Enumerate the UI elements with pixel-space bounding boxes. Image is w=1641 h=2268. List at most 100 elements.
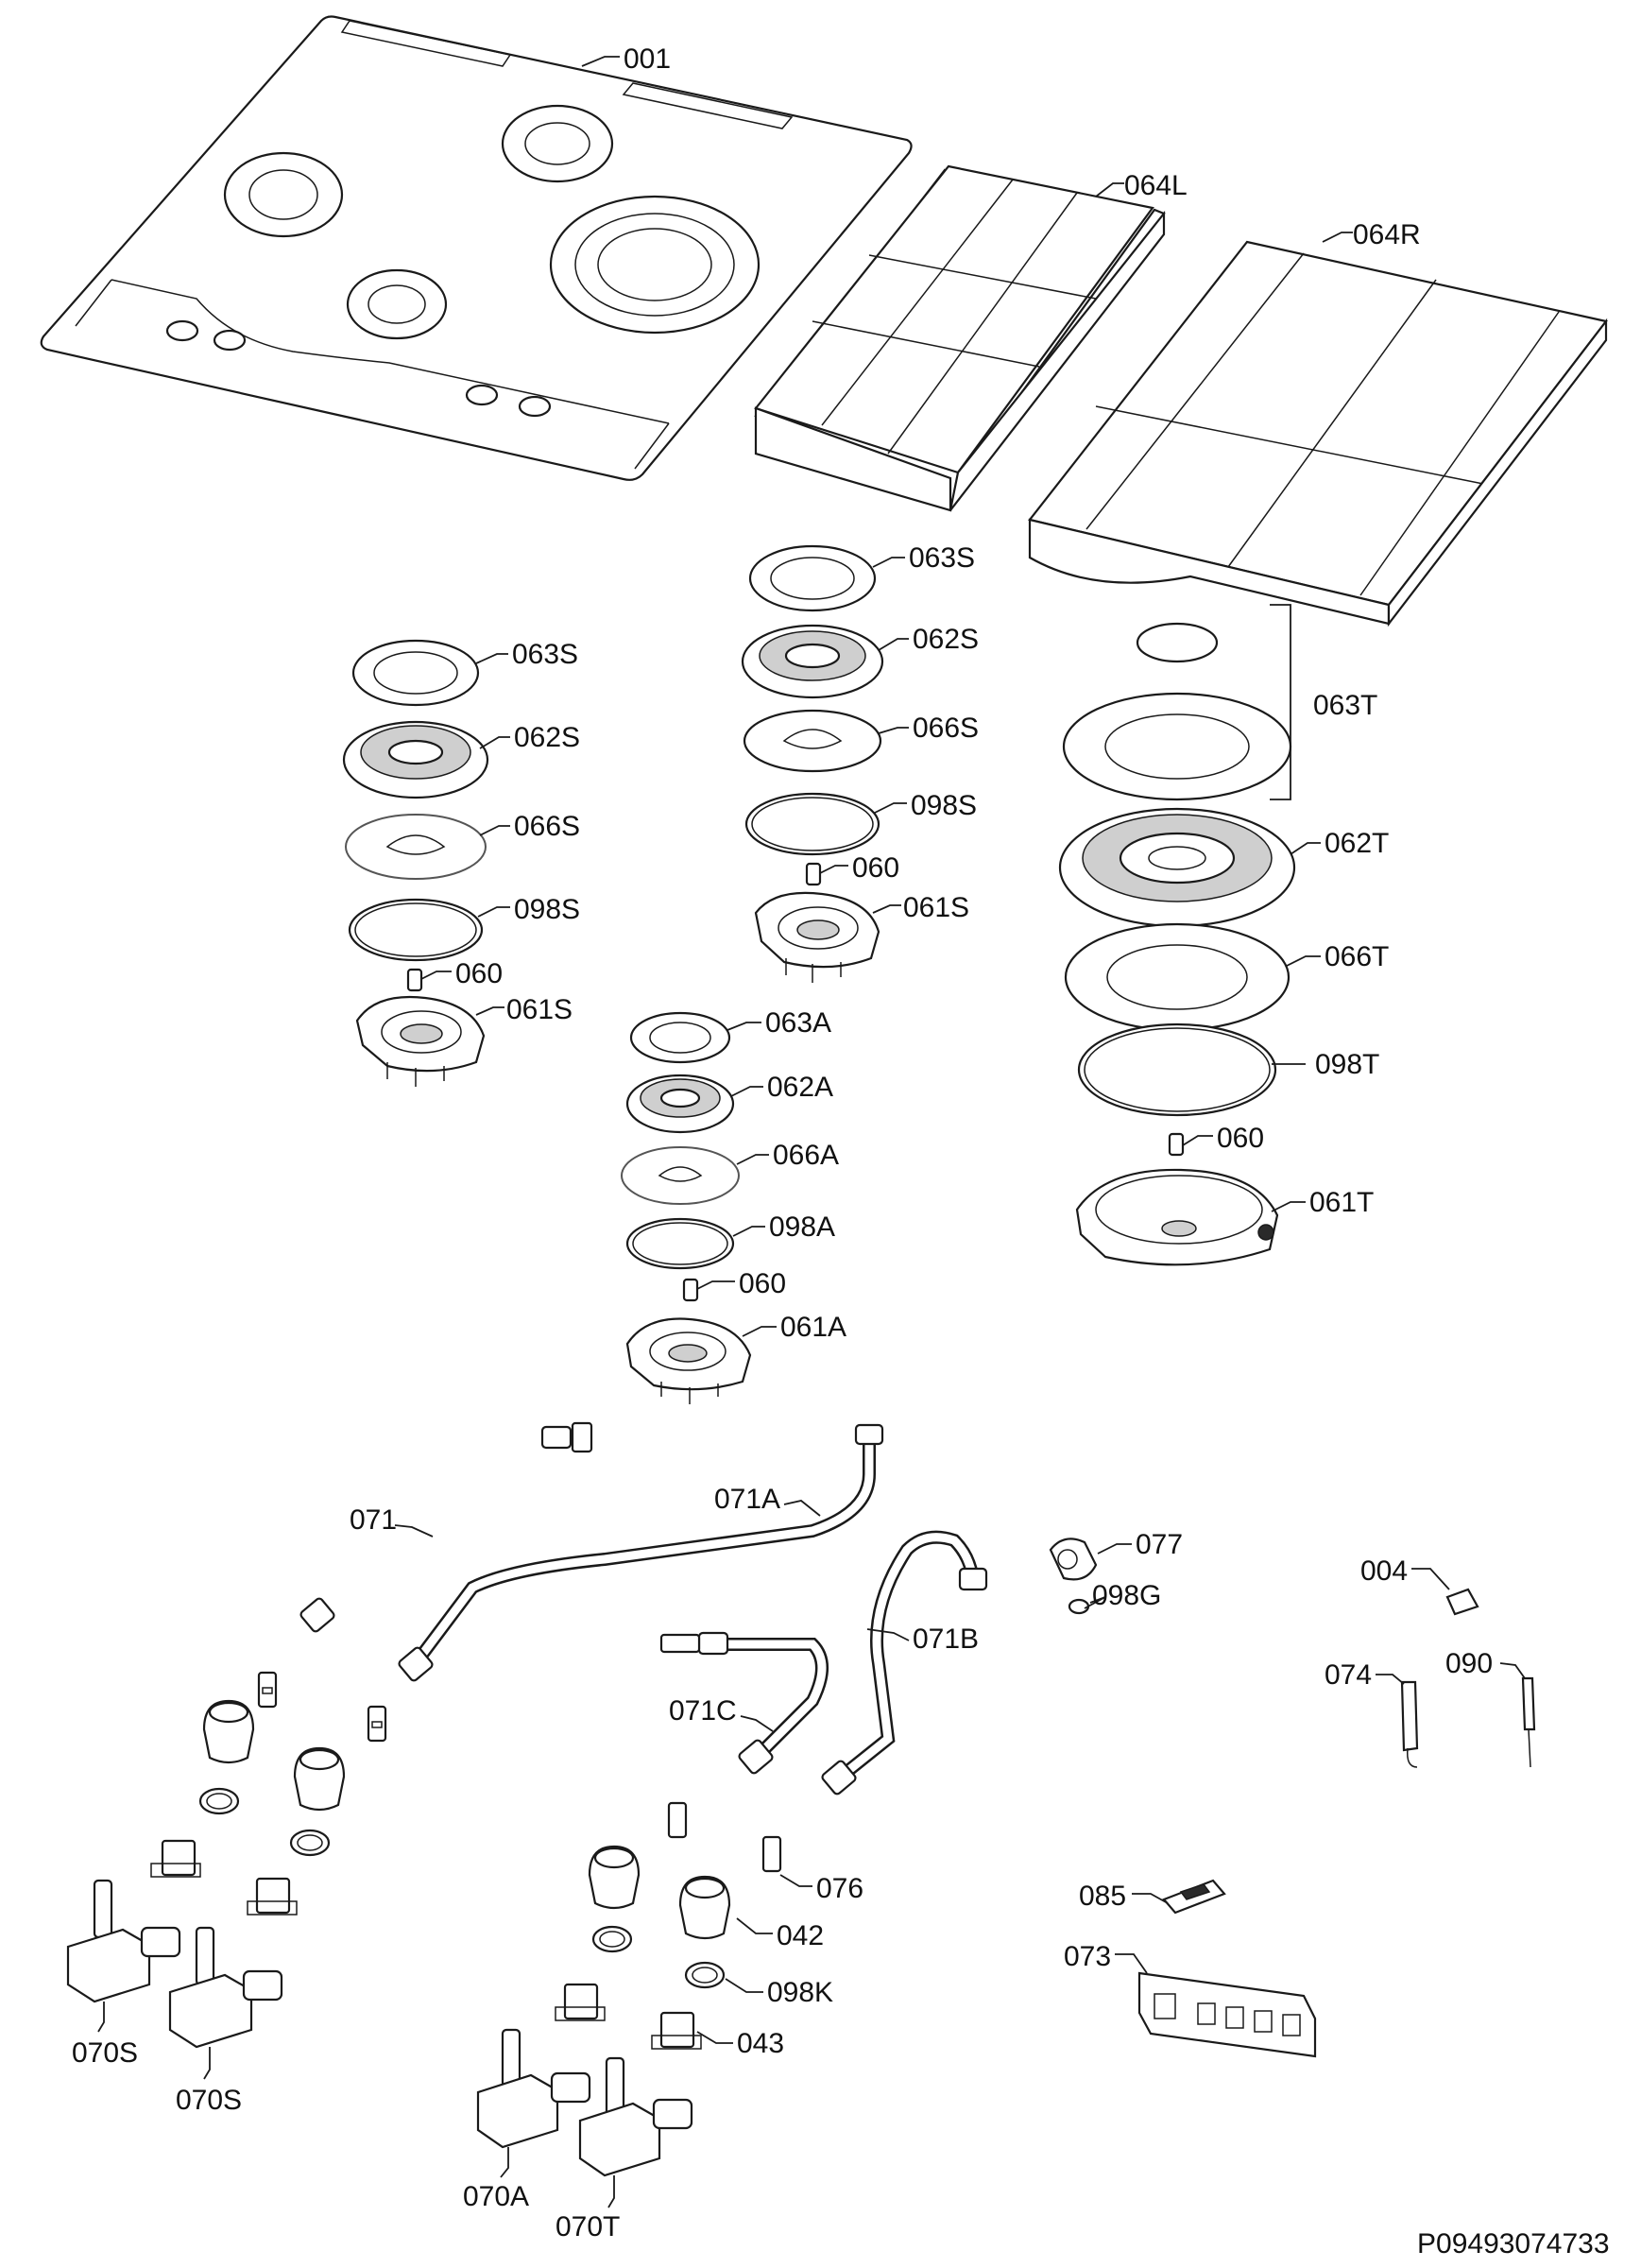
part-062S-burner-left bbox=[342, 720, 489, 799]
part-061T-burner-base-triple bbox=[1075, 1168, 1279, 1266]
leader-098S-left bbox=[477, 906, 510, 918]
leader-060-right bbox=[1182, 1135, 1213, 1146]
part-070S-valve-b bbox=[168, 1926, 283, 2049]
part-076-clip-a bbox=[257, 1671, 278, 1709]
label-074: 074 bbox=[1325, 1659, 1372, 1691]
leader-098G bbox=[1084, 1596, 1106, 1609]
label-064L: 064L bbox=[1124, 170, 1188, 201]
part-061S-burner-base-center bbox=[754, 891, 880, 983]
part-071-gas-pipe bbox=[299, 1418, 695, 1633]
leader-042 bbox=[736, 1917, 773, 1934]
leader-070S-a bbox=[97, 2002, 105, 2033]
part-063S-cap-left bbox=[351, 639, 480, 707]
leader-063A bbox=[726, 1022, 761, 1031]
leader-066T bbox=[1286, 955, 1321, 967]
label-063S-left: 063S bbox=[512, 639, 578, 670]
leader-066A bbox=[736, 1154, 769, 1165]
bracket-063T bbox=[1270, 604, 1291, 800]
part-060-injector-aux bbox=[682, 1278, 699, 1302]
part-066S-spreader-left bbox=[345, 814, 487, 880]
label-001: 001 bbox=[624, 43, 671, 75]
part-085-ignition-clip bbox=[1162, 1879, 1226, 1915]
part-098A-seal-aux bbox=[625, 1217, 735, 1270]
part-090-thermocouple bbox=[1521, 1676, 1536, 1768]
label-098S-left: 098S bbox=[514, 894, 580, 925]
part-098T-seal-triple bbox=[1077, 1022, 1277, 1117]
part-062A-burner-aux bbox=[625, 1074, 735, 1134]
part-098S-seal-center bbox=[744, 792, 880, 856]
label-063T: 063T bbox=[1313, 690, 1377, 721]
part-061A-burner-base-aux bbox=[625, 1317, 752, 1404]
leader-064R bbox=[1322, 232, 1353, 243]
part-042-knob-c bbox=[588, 1845, 641, 1910]
part-098K-ring-c bbox=[591, 1925, 633, 1953]
leader-004 bbox=[1411, 1568, 1450, 1590]
part-098S-seal-left bbox=[348, 898, 484, 962]
label-098G: 098G bbox=[1092, 1580, 1161, 1611]
part-063T-cap-set bbox=[1062, 622, 1292, 801]
part-076-clip-b bbox=[367, 1705, 387, 1743]
label-004: 004 bbox=[1360, 1555, 1408, 1587]
leader-064L bbox=[1095, 182, 1124, 198]
label-098T: 098T bbox=[1315, 1049, 1379, 1080]
label-071C: 071C bbox=[669, 1695, 737, 1727]
label-061T: 061T bbox=[1309, 1187, 1374, 1218]
leader-062S-left bbox=[479, 736, 510, 749]
label-066S-center: 066S bbox=[913, 713, 979, 744]
leader-085 bbox=[1132, 1893, 1169, 1904]
leader-043 bbox=[696, 2031, 733, 2044]
label-060-aux: 060 bbox=[739, 1268, 786, 1299]
part-060-injector-center bbox=[805, 862, 822, 886]
label-060-left: 060 bbox=[455, 958, 503, 989]
leader-062T bbox=[1290, 842, 1321, 855]
leader-074 bbox=[1376, 1674, 1405, 1685]
leader-062A bbox=[730, 1086, 763, 1097]
label-062S-center: 062S bbox=[913, 624, 979, 655]
label-060-center: 060 bbox=[852, 852, 899, 884]
part-098K-ring-a bbox=[198, 1787, 240, 1815]
leader-077 bbox=[1097, 1543, 1132, 1555]
label-071: 071 bbox=[350, 1504, 397, 1536]
part-098K-ring-b bbox=[289, 1829, 331, 1857]
label-070S-b: 070S bbox=[176, 2085, 242, 2116]
part-098K-ring-d bbox=[684, 1961, 726, 1989]
label-062T: 062T bbox=[1325, 828, 1389, 859]
label-073: 073 bbox=[1064, 1941, 1111, 1972]
leader-071A bbox=[783, 1500, 821, 1517]
part-042-knob-b bbox=[293, 1746, 346, 1812]
leader-060-aux bbox=[696, 1280, 735, 1290]
leader-070A bbox=[500, 2147, 509, 2178]
part-001-hob-top bbox=[40, 15, 913, 481]
leader-071C bbox=[740, 1715, 774, 1732]
label-043: 043 bbox=[737, 2028, 784, 2059]
part-063S-cap-center bbox=[748, 544, 877, 612]
leader-071B bbox=[866, 1628, 910, 1641]
part-070A-valve bbox=[476, 2028, 591, 2149]
part-043-microswitch-d bbox=[651, 2011, 702, 2050]
label-064R: 064R bbox=[1353, 219, 1421, 250]
leader-001 bbox=[581, 56, 620, 67]
part-071B-gas-pipe bbox=[821, 1530, 988, 1796]
label-066T: 066T bbox=[1325, 941, 1389, 972]
leader-066S-center bbox=[878, 727, 909, 734]
part-070S-valve-a bbox=[66, 1879, 181, 2003]
label-061S-center: 061S bbox=[903, 892, 969, 923]
leader-061T bbox=[1271, 1201, 1306, 1212]
label-061S-left: 061S bbox=[506, 994, 573, 1025]
part-071A-gas-pipe bbox=[398, 1423, 884, 1682]
leader-060-left bbox=[420, 971, 452, 980]
part-061S-burner-base-left bbox=[355, 995, 486, 1087]
part-071C-gas-pipe bbox=[659, 1631, 829, 1775]
part-062S-burner-center bbox=[741, 624, 884, 699]
label-062A: 062A bbox=[767, 1072, 833, 1103]
label-070S-a: 070S bbox=[72, 2037, 138, 2069]
label-042: 042 bbox=[777, 1920, 824, 1951]
label-066S-left: 066S bbox=[514, 811, 580, 842]
leader-061A bbox=[742, 1326, 777, 1337]
label-098A: 098A bbox=[769, 1211, 835, 1243]
leader-098A bbox=[732, 1226, 765, 1237]
part-063A-cap-aux bbox=[629, 1011, 731, 1064]
label-062S-left: 062S bbox=[514, 722, 580, 753]
label-098S-center: 098S bbox=[911, 790, 977, 821]
